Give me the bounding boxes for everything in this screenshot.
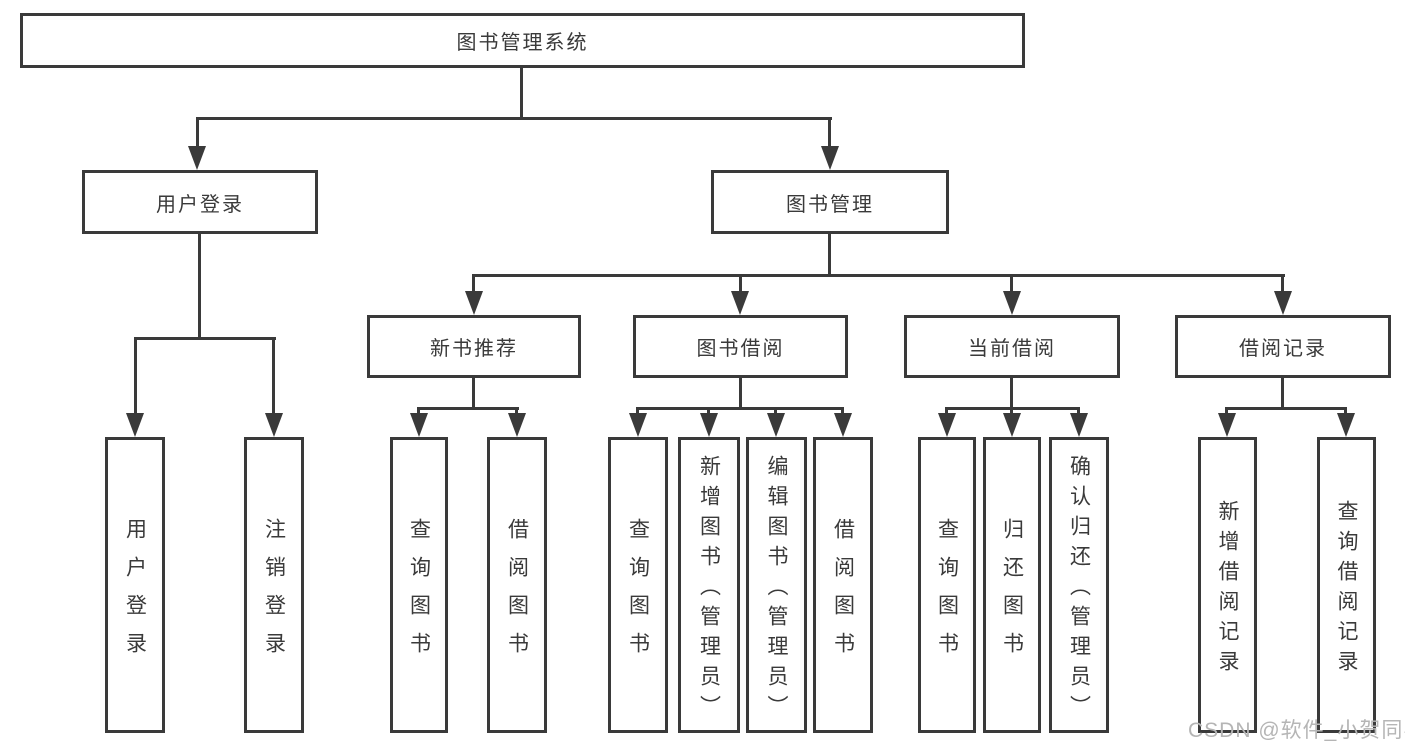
arrow-down-icon — [188, 146, 206, 170]
connector-drop — [1010, 407, 1013, 416]
connector-drop — [636, 407, 639, 416]
leaf-borrow-book-1: 借阅图书 — [487, 437, 547, 733]
arrow-down-icon — [629, 413, 647, 437]
connector-borrow-record-stem — [1281, 378, 1284, 410]
leaf-query-book-1: 查询图书 — [390, 437, 448, 733]
node-user-login-label: 用户登录 — [156, 193, 244, 216]
connector-book-mgmt-bar — [473, 274, 1285, 277]
node-current-borrow: 当前借阅 — [904, 315, 1120, 378]
connector-book-mgmt-stem — [828, 234, 831, 277]
arrow-down-icon — [821, 146, 839, 170]
arrow-down-icon — [700, 413, 718, 437]
leaf-user-login: 用户登录 — [105, 437, 165, 733]
leaf-query-book-2: 查询图书 — [608, 437, 668, 733]
connector-drop — [1010, 274, 1013, 294]
leaf-add-book-admin: 新增图书（管理员） — [678, 437, 740, 733]
node-book-borrow-label: 图书借阅 — [696, 338, 785, 360]
connector-root-bar — [196, 117, 832, 120]
leaf-label: 借阅图书 — [831, 517, 855, 670]
connector-drop — [841, 407, 844, 416]
connector-root-stem — [520, 68, 523, 119]
node-book-mgmt-label: 图书管理 — [786, 193, 874, 216]
csdn-watermark: CSDN @软件_小贺同学 — [1188, 719, 1405, 742]
leaf-query-book-3: 查询图书 — [918, 437, 976, 733]
arrow-down-icon — [126, 413, 144, 437]
leaf-edit-book-admin: 编辑图书（管理员） — [746, 437, 807, 733]
connector-drop-book-mgmt — [828, 117, 831, 150]
connector-user-login-stem — [198, 234, 201, 340]
connector-book-borrow-bar — [637, 407, 844, 410]
arrow-down-icon — [731, 291, 749, 315]
connector-new-book-bar — [418, 407, 519, 410]
arrow-down-icon — [834, 413, 852, 437]
node-user-login: 用户登录 — [82, 170, 318, 234]
leaf-add-borrow-record: 新增借阅记录 — [1198, 437, 1257, 733]
node-new-book-label: 新书推荐 — [430, 338, 518, 360]
connector-user-login-bar — [134, 337, 276, 340]
connector-new-book-stem — [472, 378, 475, 410]
connector-drop-user-login — [196, 117, 199, 150]
connector-book-borrow-stem — [739, 378, 742, 410]
connector-drop — [739, 274, 742, 294]
arrow-down-icon — [1274, 291, 1292, 315]
node-book-mgmt: 图书管理 — [711, 170, 949, 234]
connector-borrow-record-bar — [1226, 407, 1347, 410]
connector-current-borrow-stem — [1010, 378, 1013, 410]
leaf-logout: 注销登录 — [244, 437, 304, 733]
leaf-label: 新增借阅记录 — [1216, 499, 1239, 680]
leaf-label: 确认归还（管理员） — [1067, 454, 1091, 725]
leaf-borrow-book-2: 借阅图书 — [813, 437, 873, 733]
node-current-borrow-label: 当前借阅 — [968, 338, 1056, 360]
arrow-down-icon — [465, 291, 483, 315]
node-root: 图书管理系统 — [20, 13, 1025, 68]
leaf-label: 新增图书（管理员） — [697, 454, 721, 725]
connector-drop — [707, 407, 710, 416]
arrow-down-icon — [410, 413, 428, 437]
node-new-book: 新书推荐 — [367, 315, 581, 378]
leaf-query-borrow-record: 查询借阅记录 — [1317, 437, 1376, 733]
arrow-down-icon — [767, 413, 785, 437]
connector-drop — [472, 274, 475, 294]
connector-drop — [1225, 407, 1228, 416]
connector-drop — [774, 407, 777, 416]
leaf-label: 借阅图书 — [505, 517, 529, 670]
arrow-down-icon — [938, 413, 956, 437]
arrow-down-icon — [1218, 413, 1236, 437]
node-root-label: 图书管理系统 — [456, 32, 589, 54]
connector-drop — [515, 407, 518, 416]
arrow-down-icon — [1337, 413, 1355, 437]
connector-drop — [417, 407, 420, 416]
leaf-label: 查询图书 — [407, 517, 431, 670]
leaf-return-book: 归还图书 — [983, 437, 1041, 733]
connector-drop — [1281, 274, 1284, 294]
connector-current-borrow-bar — [946, 407, 1080, 410]
connector-drop — [1077, 407, 1080, 416]
leaf-label: 查询图书 — [935, 517, 959, 670]
connector-drop — [945, 407, 948, 416]
arrow-down-icon — [1070, 413, 1088, 437]
arrow-down-icon — [1003, 413, 1021, 437]
leaf-label: 查询借阅记录 — [1335, 499, 1358, 680]
leaf-label: 归还图书 — [1000, 517, 1024, 670]
leaf-label: 注销登录 — [262, 517, 286, 670]
arrow-down-icon — [265, 413, 283, 437]
leaf-label: 用户登录 — [123, 517, 147, 670]
leaf-label: 编辑图书（管理员） — [765, 454, 788, 725]
connector-drop — [1344, 407, 1347, 416]
node-book-borrow: 图书借阅 — [633, 315, 848, 378]
node-borrow-record: 借阅记录 — [1175, 315, 1391, 378]
arrow-down-icon — [508, 413, 526, 437]
arrow-down-icon — [1003, 291, 1021, 315]
leaf-confirm-return-admin: 确认归还（管理员） — [1049, 437, 1109, 733]
connector-drop — [272, 337, 275, 415]
node-borrow-record-label: 借阅记录 — [1239, 338, 1327, 360]
leaf-label: 查询图书 — [626, 517, 650, 670]
connector-drop — [134, 337, 137, 415]
